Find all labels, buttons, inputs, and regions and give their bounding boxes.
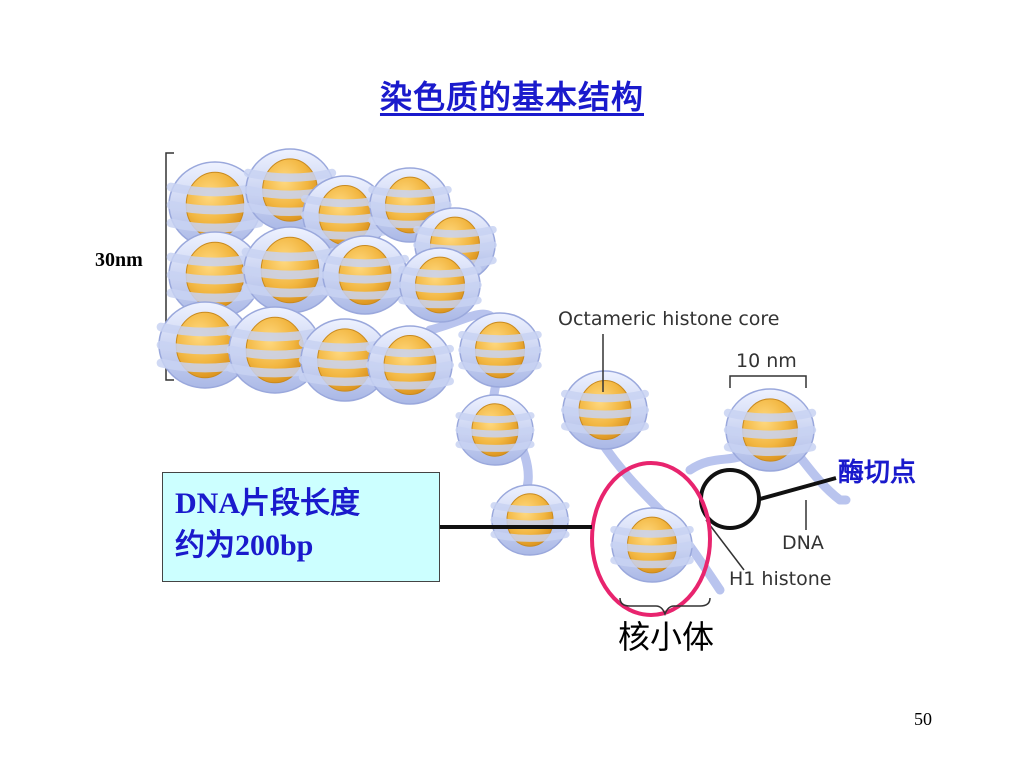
nucleosome-bead xyxy=(561,370,649,450)
nucleosome-bead xyxy=(166,231,264,319)
nucleosome-bead xyxy=(490,484,570,556)
nucleosome-bead xyxy=(398,247,482,323)
nucleosome-bead xyxy=(366,325,454,405)
h1-pointer xyxy=(705,519,745,571)
dna-label: DNA xyxy=(782,532,824,554)
nucleosome-bead xyxy=(241,226,339,314)
page-title: 染色质的基本结构 xyxy=(379,78,644,116)
dna-length-line1: DNA片段长度 xyxy=(175,487,360,520)
fiber-scale-bracket xyxy=(165,152,174,381)
nucleosome-bead xyxy=(301,175,389,255)
ten-nm-bracket xyxy=(729,375,807,388)
nucleosome-brace xyxy=(619,597,711,617)
nucleosome-bead xyxy=(458,312,542,388)
nucleosome-label: 核小体 xyxy=(618,618,715,656)
nucleosome-bead xyxy=(610,507,694,583)
nucleosome-highlight xyxy=(590,461,712,617)
page-number: 50 xyxy=(914,709,932,729)
ten-nm-label: 10 nm xyxy=(736,350,797,372)
enzyme-cut-line xyxy=(759,476,837,501)
octamer-label: Octameric histone core xyxy=(558,308,780,330)
dna-length-box: DNA片段长度 约为200bp xyxy=(162,472,440,582)
enzyme-site-label: 酶切点 xyxy=(838,458,917,488)
fiber-width-label: 30nm xyxy=(95,249,143,271)
dna-length-line2: 约为200bp xyxy=(175,529,314,562)
h1-histone-label: H1 histone xyxy=(729,568,832,590)
nucleosome-bead xyxy=(321,235,409,315)
nucleosome-bead xyxy=(455,394,535,466)
nucleosome-beads xyxy=(156,148,817,583)
nucleosome-bead xyxy=(723,388,817,472)
